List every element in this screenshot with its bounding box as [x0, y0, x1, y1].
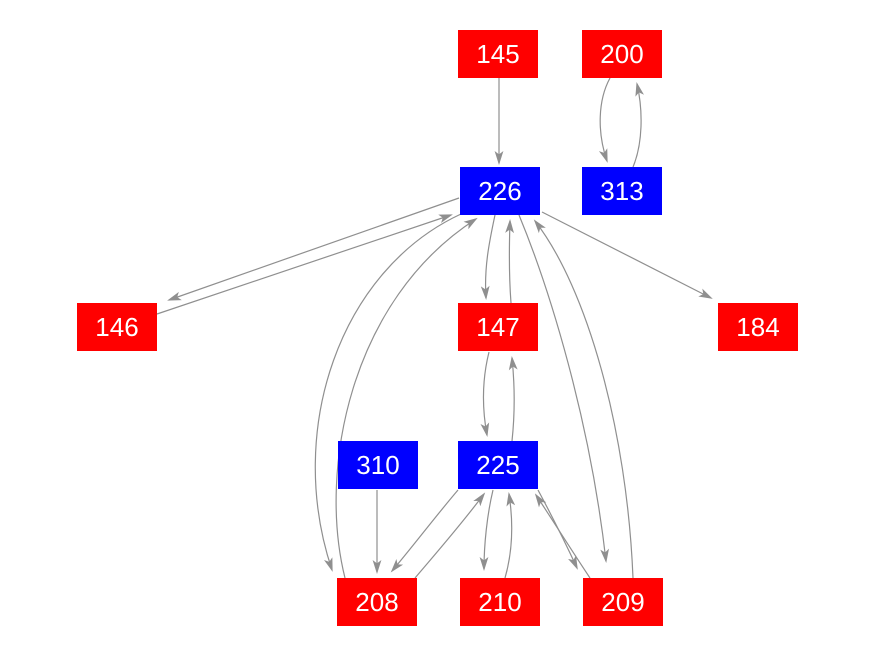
edge-313-to-200: [632, 82, 644, 168]
edge-225-to-208: [390, 489, 459, 573]
node-label: 226: [478, 176, 522, 206]
graph-node-313[interactable]: 313: [582, 167, 662, 215]
edge-208-to-225: [414, 492, 486, 579]
node-label: 210: [478, 587, 522, 617]
graph-node-226[interactable]: 226: [460, 167, 540, 215]
edge-225-to-147: [508, 356, 518, 442]
edge-210-to-225: [504, 492, 516, 579]
edge-226-to-209: [518, 214, 610, 563]
node-label: 184: [736, 312, 780, 342]
graph-node-209[interactable]: 209: [583, 578, 663, 626]
node-label: 310: [356, 450, 400, 480]
edge-226-to-146: [167, 197, 460, 301]
edge-200-to-313: [598, 77, 611, 163]
node-label: 225: [476, 450, 520, 480]
graph-node-210[interactable]: 210: [460, 578, 540, 626]
node-label: 145: [476, 39, 520, 69]
edge-group: [156, 77, 713, 579]
graph-node-310[interactable]: 310: [338, 441, 418, 489]
edge-147-to-226: [505, 219, 514, 304]
node-label: 208: [355, 587, 399, 617]
graph-node-200[interactable]: 200: [582, 30, 662, 78]
edge-208-to-226: [335, 217, 478, 579]
edge-209-to-225: [534, 493, 591, 579]
graph-node-145[interactable]: 145: [458, 30, 538, 78]
edge-226-to-147: [480, 214, 496, 300]
node-label: 146: [95, 312, 139, 342]
edge-226-to-208: [314, 213, 462, 572]
edge-147-to-225: [480, 351, 490, 437]
graph-node-208[interactable]: 208: [337, 578, 417, 626]
edge-146-to-226: [156, 214, 453, 315]
node-label: 313: [600, 176, 644, 206]
graph-node-225[interactable]: 225: [458, 441, 538, 489]
node-label: 147: [476, 312, 520, 342]
graph-node-147[interactable]: 147: [458, 303, 538, 351]
node-label: 200: [600, 39, 644, 69]
edge-225-to-210: [479, 489, 494, 571]
edge-209-to-226: [533, 219, 634, 579]
edge-226-to-184: [541, 211, 713, 299]
node-label: 209: [601, 587, 645, 617]
graph-node-146[interactable]: 146: [77, 303, 157, 351]
graph-node-184[interactable]: 184: [718, 303, 798, 351]
